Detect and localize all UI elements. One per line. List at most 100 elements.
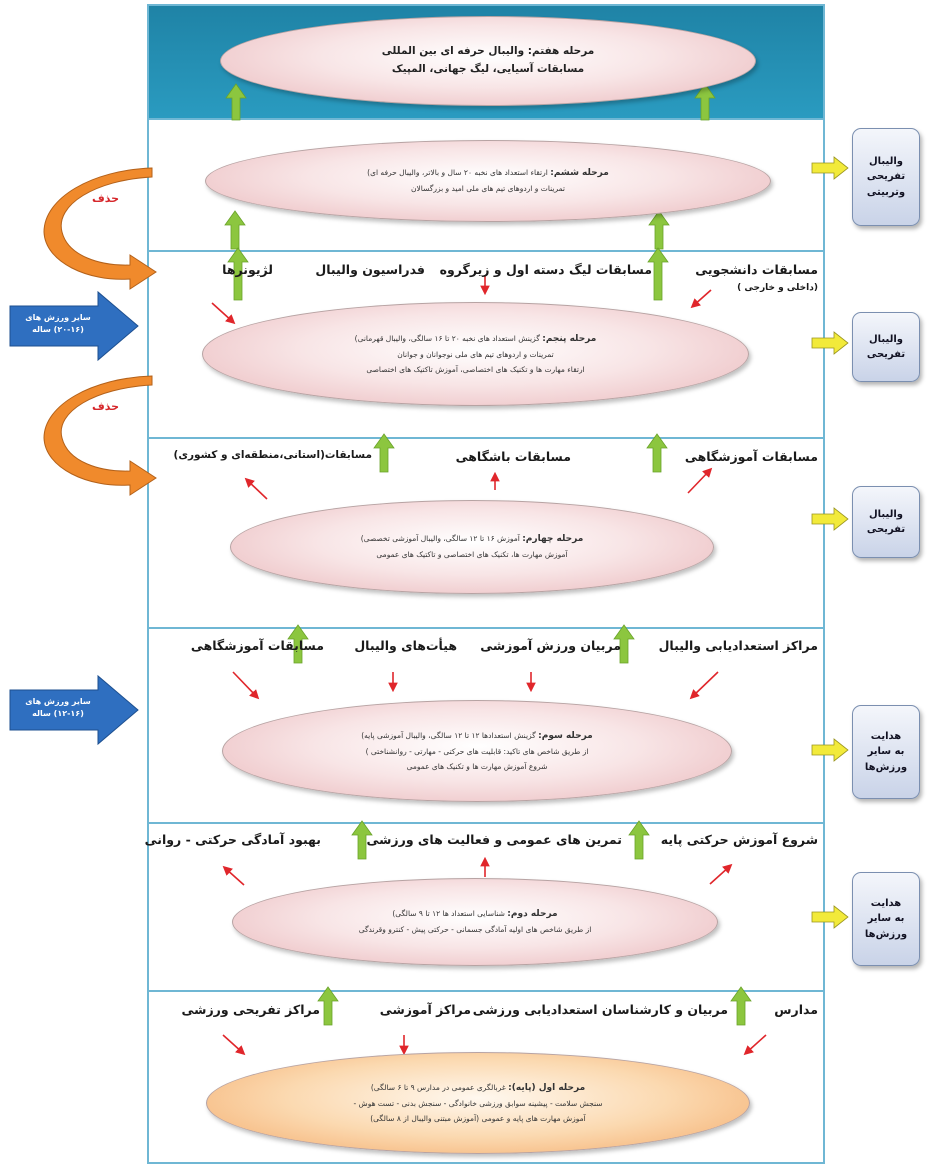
green-arrow xyxy=(227,247,249,301)
stage-1-ellipse: مرحله اول (پایه): غربالگری عمومی در مدار… xyxy=(206,1052,750,1154)
divider-3 xyxy=(147,627,825,629)
green-arrow xyxy=(225,83,247,121)
green-arrow xyxy=(730,986,752,1026)
yellow-arrow xyxy=(811,331,849,355)
label-domestic-foreign: (داخلی و خارجی ) xyxy=(737,283,818,293)
label-volleyball-federation: فدراسیون والیبال xyxy=(315,262,425,277)
side-box-4-line-3: ورزش‌ها xyxy=(864,761,908,773)
side-box-5-line-1: هدایت xyxy=(870,897,902,909)
stage-6-line-2: تمرینات و اردوهای تیم های ملی امید و بزر… xyxy=(410,184,566,194)
divider-5 xyxy=(147,250,825,252)
blue-arrow xyxy=(9,290,139,362)
label-training-centers: مراکز آموزشی xyxy=(379,1002,471,1017)
side-box-3-line-2: تفریحی xyxy=(866,524,906,535)
red-arrow xyxy=(709,863,733,885)
side-box-2-line-1: والیبال xyxy=(869,333,903,345)
stage-6-line-1: ارتقاء استعداد های نخبه ۲۰ سال و بالاتر،… xyxy=(367,168,548,178)
stage-2-line-1: شناسایی استعداد ها ۱۲ تا ۹ سالگی) xyxy=(392,909,505,919)
stage-2-line-2: از طریق شاخص های اولیه آمادگی جسمانی - ح… xyxy=(358,925,592,935)
side-box-1-line-3: وتربیتی xyxy=(866,186,906,198)
green-arrow xyxy=(351,820,373,860)
stage-4-line-1: آموزش ۱۶ تا ۱۲ سالگی، والیبال آموزشی تخص… xyxy=(360,534,520,544)
stage-5-ellipse: مرحله پنجم: گزینش استعداد های نخبه ۲۰ تا… xyxy=(202,302,749,406)
blue-arrow-1-line-2: (۲۰-۱۶) ساله xyxy=(32,325,84,334)
label-talent-experts: مربیان و کارشناسان استعدادیابی ورزشی xyxy=(472,1002,728,1017)
red-arrow xyxy=(244,477,268,500)
green-arrow xyxy=(373,433,395,473)
green-arrow xyxy=(287,624,309,664)
red-arrow xyxy=(211,302,236,325)
blue-arrow xyxy=(9,674,139,746)
side-box-1-line-2: تفریحی xyxy=(866,171,906,183)
divider-1 xyxy=(147,990,825,992)
blue-arrow-1-line-1: سایر ورزش های xyxy=(25,313,91,322)
side-box-5-line-3: ورزش‌ها xyxy=(864,928,908,940)
red-arrow xyxy=(689,671,719,700)
side-box-4-line-1: هدایت xyxy=(870,730,902,742)
stage-3-title: مرحله سوم: xyxy=(538,731,593,742)
label-school-competitions: مسابقات آموزشگاهی xyxy=(684,449,818,464)
blue-arrow-label-2: سایر ورزش های (۱۲-۱۶) ساله xyxy=(8,692,124,730)
side-box-4-line-2: به سایر xyxy=(867,746,905,758)
stage-4-ellipse: مرحله چهارم: آموزش ۱۶ تا ۱۲ سالگی، والیب… xyxy=(230,500,714,594)
blue-arrow-2-line-1: سایر ورزش های xyxy=(25,697,91,706)
stage-7-line-2: مسابقات آسیایی، لیگ جهانی، المپیک xyxy=(391,63,585,75)
delete-label-1: حذف xyxy=(92,192,120,205)
stage-5-line-1: گزینش استعداد های نخبه ۲۰ تا ۱۶ سالگی، و… xyxy=(354,334,540,344)
stage-3-line-2: از طریق شاخص های تاکید: قابلیت های حرکتی… xyxy=(365,747,589,757)
red-arrow xyxy=(690,289,712,309)
stage-1-line-2: سنجش سلامت - پیشینه سوابق ورزشی خانوادگی… xyxy=(353,1099,603,1109)
label-schools: مدارس xyxy=(774,1002,818,1017)
label-student-competitions: مسابقات دانشجویی xyxy=(695,262,818,277)
blue-arrow-label-1: سایر ورزش های (۲۰-۱۶) ساله xyxy=(8,308,124,346)
stage-1-title: مرحله اول (پایه): xyxy=(508,1083,586,1094)
label-motor-readiness: بهبود آمادگی حرکتی - روانی xyxy=(144,832,321,847)
label-school-competitions-2: مسابقات آموزشگاهی xyxy=(190,638,324,653)
label-general-exercises: تمرین های عمومی و فعالیت های ورزشی xyxy=(366,832,622,847)
side-box-recreational-2: والیبال تفریحی xyxy=(852,486,920,558)
orange-curved-arrow xyxy=(43,375,157,496)
green-arrow xyxy=(646,433,668,473)
blue-arrow-2-line-2: (۱۲-۱۶) ساله xyxy=(32,709,84,718)
side-box-other-sports-2: هدایت به سایر ورزش‌ها xyxy=(852,872,920,966)
yellow-arrow xyxy=(811,738,849,762)
yellow-arrow xyxy=(811,905,849,929)
label-recreation-centers: مراکز تفریحی ورزشی xyxy=(181,1002,320,1017)
stage-1-line-3: آموزش مهارت های پایه و عمومی (آموزش مبتن… xyxy=(370,1113,586,1123)
red-arrow xyxy=(222,1034,246,1056)
label-basic-motor-training: شروع آموزش حرکتی پایه xyxy=(660,832,818,847)
stage-3-line-1: گزینش استعدادها ۱۲ تا ۱۲ سالگی، والیبال … xyxy=(361,731,536,741)
stage-3-line-3: شروع آموزش مهارت ها و تکنیک های عمومی xyxy=(406,761,548,771)
side-box-other-sports-1: هدایت به سایر ورزش‌ها xyxy=(852,705,920,799)
label-provincial-competitions: مسابقات(استانی،منطقه‌ای و کشوری) xyxy=(173,449,372,461)
green-arrow xyxy=(317,986,339,1026)
side-box-3-line-1: والیبال xyxy=(869,508,903,520)
green-arrow xyxy=(648,210,670,250)
green-arrow xyxy=(628,820,650,860)
stage-6-title: مرحله ششم: xyxy=(550,168,609,179)
red-arrow xyxy=(743,1034,767,1056)
green-arrow xyxy=(613,624,635,664)
delete-label-2: حذف xyxy=(92,400,120,413)
stage-1-line-1: غربالگری عمومی در مدارس ۹ تا ۶ سالگی) xyxy=(370,1083,506,1093)
stage-7-line-1: مرحله هفتم: والیبال حرفه ای بین المللی xyxy=(381,45,595,58)
label-league-competitions: مسابقات لیگ دسته اول و زیرگروه xyxy=(439,262,652,277)
label-legionnaires: لژیونرها xyxy=(222,262,273,277)
divider-2 xyxy=(147,822,825,824)
stage-7-ellipse: مرحله هفتم: والیبال حرفه ای بین المللی م… xyxy=(220,16,756,106)
stage-6-ellipse: مرحله ششم: ارتقاء استعداد های نخبه ۲۰ سا… xyxy=(205,140,771,222)
label-sports-coaches: مربیان ورزش آموزشی xyxy=(480,638,621,653)
divider-4 xyxy=(147,437,825,439)
label-talent-centers: مراکز استعدادیابی والیبال xyxy=(658,638,818,653)
label-club-competitions: مسابقات باشگاهی xyxy=(455,449,571,464)
stage-4-title: مرحله چهارم: xyxy=(522,534,584,545)
side-box-5-line-2: به سایر xyxy=(867,913,905,925)
red-arrow xyxy=(687,467,713,494)
stage-5-line-3: ارتقاء مهارت ها و تکنیک های اختصاصی، آمو… xyxy=(366,364,585,374)
stage-5-line-2: تمرینات و اردوهای تیم های ملی نوجوانان و… xyxy=(397,350,554,360)
green-arrow xyxy=(647,247,669,301)
stage-3-ellipse: مرحله سوم: گزینش استعدادها ۱۲ تا ۱۲ سالگ… xyxy=(222,700,732,802)
yellow-arrow xyxy=(811,156,849,180)
side-box-2-line-2: تفریحی xyxy=(866,349,906,360)
